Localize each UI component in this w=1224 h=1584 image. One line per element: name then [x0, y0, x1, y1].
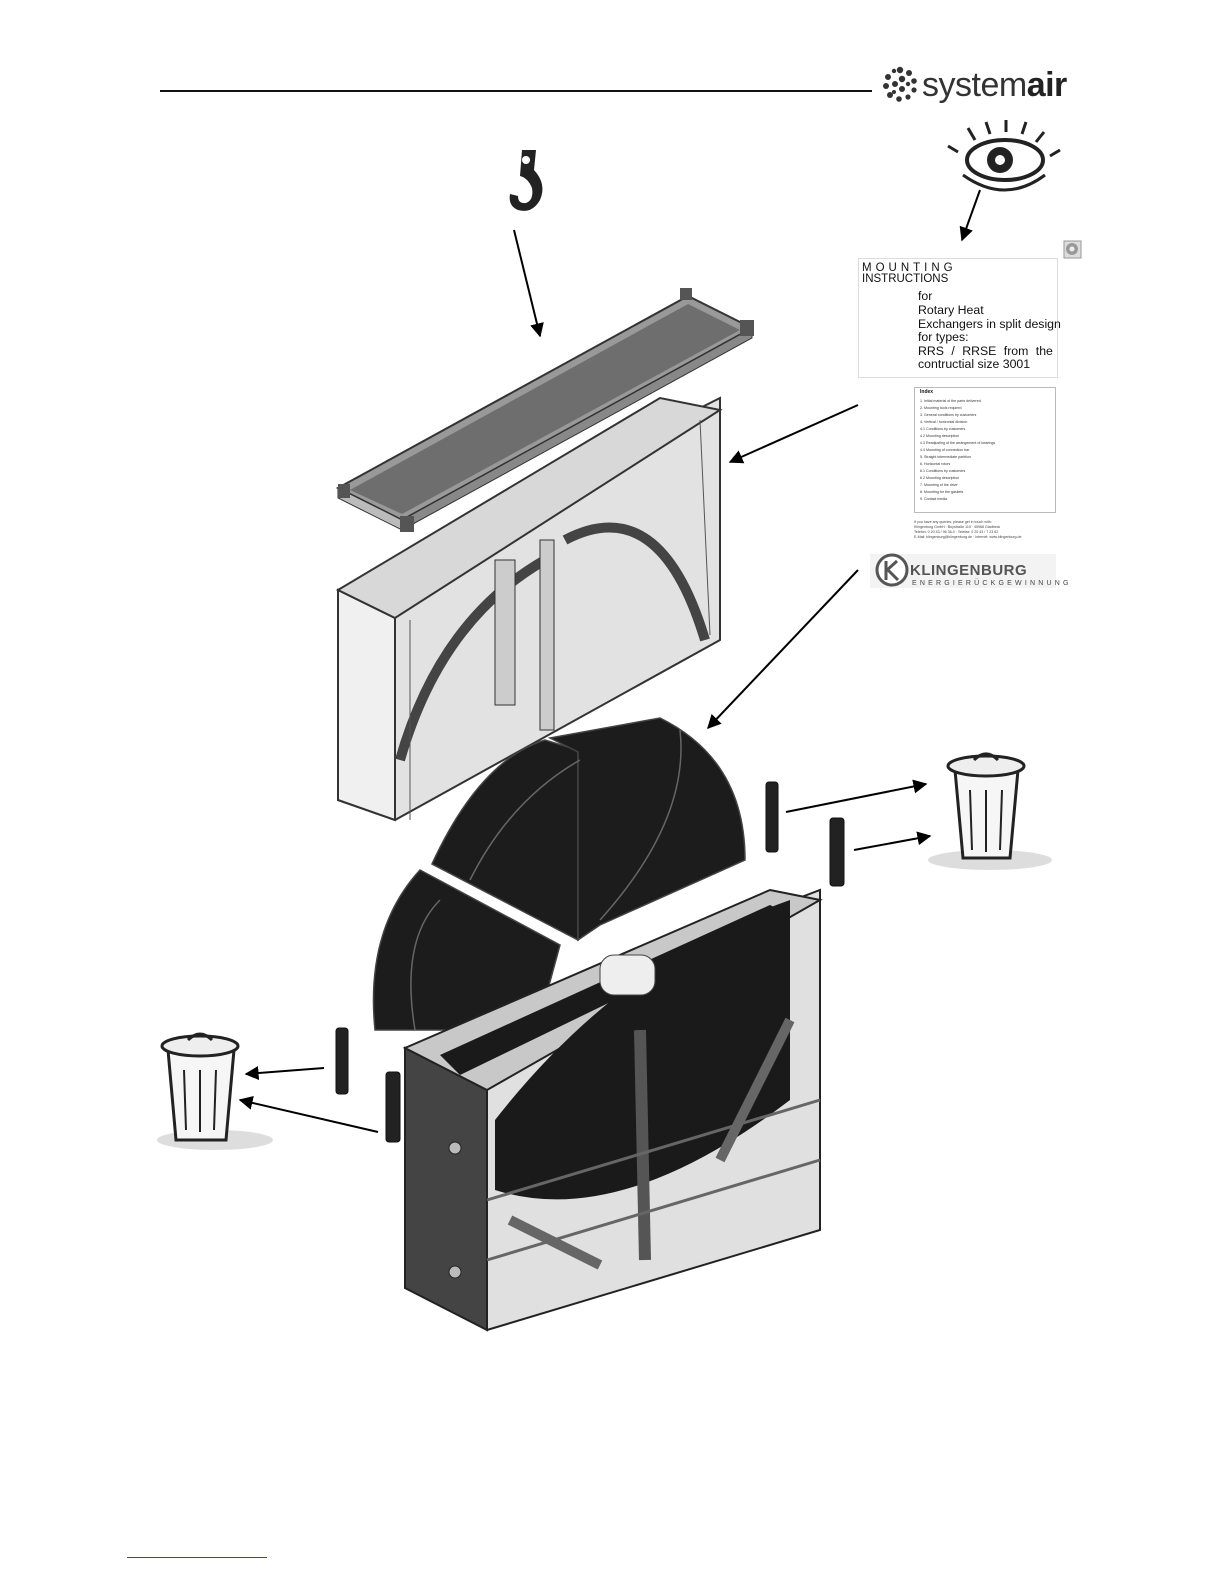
manual-line: for: [918, 289, 933, 303]
contact-block: If you have any queries, please get in t…: [914, 520, 1022, 540]
upper-frame: [335, 396, 723, 822]
systemair-logo-icon: [883, 66, 917, 102]
contact-line: Telefon: 0 20 43 / 96 36-0 · Telefax: 0 …: [914, 530, 999, 534]
index-item: 5. Straight intermediate partition: [920, 455, 971, 459]
klingenburg-subtitle: ENERGIERÜCKGEWINNUNG: [912, 580, 1072, 587]
arrow-to-upper-frame: [728, 404, 859, 464]
index-item: 4.1 Conditions by customers: [920, 427, 966, 431]
manual-line: RRS / RRSE from the: [918, 344, 1053, 358]
eye-icon: [947, 120, 1061, 192]
arrow-post-to-trash: [853, 831, 932, 851]
arrow-hook-to-top-bar: [513, 229, 544, 338]
index-item: 8. Mounting for the gaskets: [920, 490, 964, 494]
arrow-to-rotor: [707, 569, 859, 730]
klingenburg-name: KLINGENBURG: [910, 562, 1028, 579]
trash-can-icon: [928, 752, 1052, 870]
footer-rule: [127, 1557, 267, 1558]
index-item: 4. Vertical / horizontal division: [920, 420, 968, 424]
trash-can-icon: [157, 1032, 273, 1150]
index-item: 6.1 Conditions by customers: [920, 469, 966, 473]
transport-posts: [335, 781, 845, 1143]
index-item: 9. Contact media: [920, 497, 948, 501]
header-rule: [160, 90, 872, 92]
rotor-segments: [372, 717, 746, 1031]
index-item: 1. Initial material of the parts deliver…: [920, 399, 981, 403]
manual-cover-panel: [858, 258, 1058, 378]
klingenburg-logo-icon: [870, 553, 1056, 588]
arrow-post-to-trash: [785, 779, 928, 813]
index-item: 4.3 Readjusting of the arrangement of be…: [920, 441, 996, 445]
manual-index-box: [914, 387, 1056, 513]
index-item: 6. Horizontal rotors: [920, 462, 951, 466]
index-item: 3. General conditions by customers: [920, 413, 977, 417]
contact-line: E-Mail: klingenburg@klingenburg.de · Int…: [914, 535, 1022, 539]
contact-line: Klingenburg GmbH · Boystraße 115 · 45968…: [914, 525, 1001, 529]
index-item: 4.2 Mounting description: [920, 434, 960, 438]
index-title: Index: [920, 389, 934, 395]
lower-housing: [402, 888, 823, 1332]
index-item: 4.4 Mounting of connection bar: [920, 448, 970, 452]
brand-regular: system: [922, 66, 1027, 104]
manual-line: contructial size 3001: [918, 357, 1031, 371]
contact-line: If you have any queries, please get in t…: [914, 520, 992, 524]
manual-kicker: MOUNTING: [862, 262, 957, 274]
crane-hook-icon: [509, 150, 543, 211]
manual-heading: INSTRUCTIONS: [862, 273, 949, 285]
target-icon: [1063, 240, 1082, 259]
manual-line: for types:: [918, 330, 969, 344]
arrow-eye-to-manual: [959, 189, 981, 242]
brand-bold: air: [1026, 66, 1068, 104]
brand-wordmark: systemair: [922, 66, 1067, 105]
manual-line: Rotary Heat: [918, 303, 984, 317]
index-item: 2. Mounting tools required: [920, 406, 962, 410]
index-item: 6.2 Mounting description: [920, 476, 960, 480]
arrow-post-to-trash: [244, 1066, 325, 1081]
manual-line: Exchangers in split design: [918, 317, 1061, 331]
arrow-post-to-trash: [238, 1096, 379, 1133]
index-item: 7. Mounting of the drive: [920, 483, 958, 487]
top-cover-bar: [335, 288, 755, 532]
